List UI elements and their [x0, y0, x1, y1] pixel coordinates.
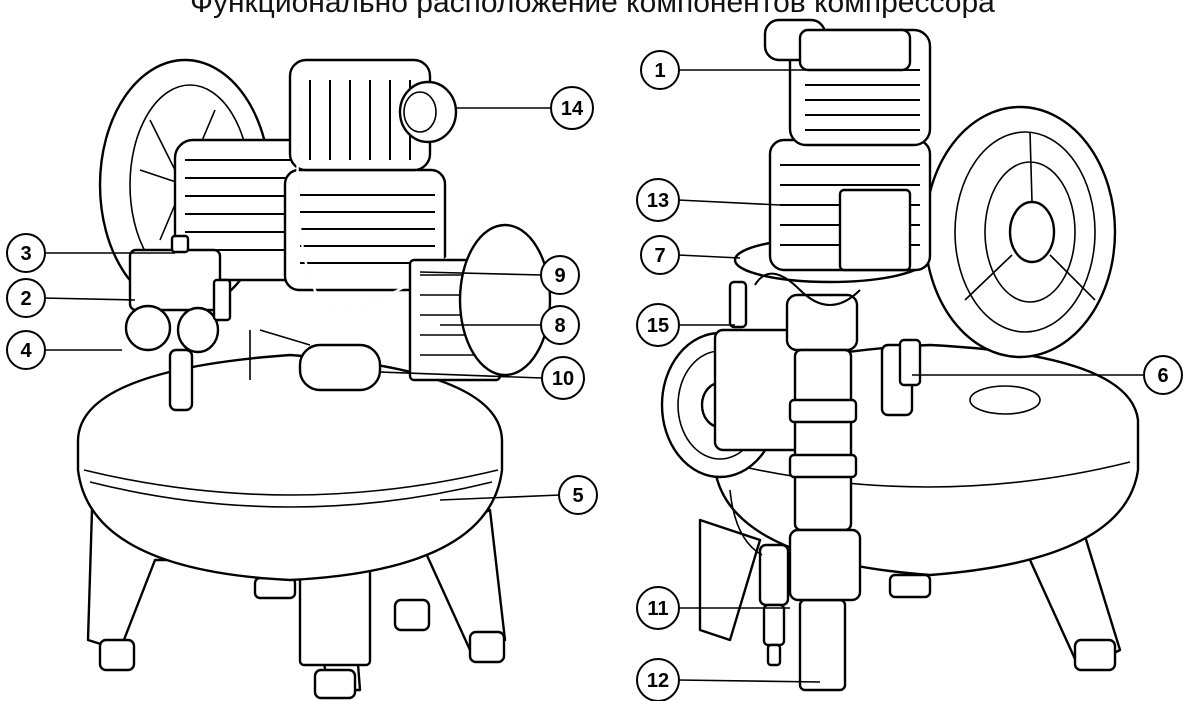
left-pressure-gauge — [124, 304, 172, 352]
figure-caption: Функционально расположение компонентов к… — [190, 0, 995, 19]
callout-badge-10: 10 — [541, 356, 585, 400]
right-tank-legs — [698, 518, 1122, 692]
right-water-separator — [758, 543, 790, 607]
callout-badge-2: 2 — [6, 278, 46, 318]
left-compressor-illustration — [76, 58, 552, 700]
right-tank-label-plate — [969, 385, 1041, 415]
callout-badge-13: 13 — [636, 178, 680, 222]
callout-badge-9: 9 — [540, 255, 580, 295]
callout-label-6: 6 — [1157, 365, 1168, 387]
callout-label-2: 2 — [20, 288, 31, 310]
callout-badge-8: 8 — [540, 305, 580, 345]
callout-badge-5: 5 — [558, 475, 598, 515]
left-intake-filter — [398, 80, 458, 144]
callout-label-9: 9 — [554, 265, 565, 287]
callout-label-4: 4 — [20, 340, 32, 362]
callout-badge-14: 14 — [550, 86, 594, 130]
callout-badge-11: 11 — [636, 586, 680, 630]
callout-label-12: 12 — [647, 670, 669, 692]
callout-label-11: 11 — [647, 598, 668, 620]
callout-label-1: 1 — [654, 60, 665, 82]
right-compressor-illustration — [660, 18, 1140, 692]
callout-label-7: 7 — [654, 245, 665, 267]
left-air-tank — [76, 353, 504, 582]
callout-badge-12: 12 — [636, 658, 680, 701]
callout-label-14: 14 — [561, 98, 584, 120]
callout-leaders — [41, 69, 1145, 683]
callout-badge-15: 15 — [636, 303, 680, 347]
callout-badge-4: 4 — [6, 330, 46, 370]
callout-label-13: 13 — [647, 190, 669, 212]
callout-label-3: 3 — [20, 243, 31, 265]
callout-badge-1: 1 — [640, 50, 680, 90]
callout-badge-3: 3 — [6, 233, 46, 273]
callout-label-5: 5 — [572, 485, 583, 507]
left-capacitor — [298, 343, 382, 392]
callout-badge-7: 7 — [640, 235, 680, 275]
callout-label-10: 10 — [552, 368, 574, 390]
left-pressure-switch — [128, 248, 222, 312]
callout-badge-6: 6 — [1143, 355, 1183, 395]
callout-label-8: 8 — [554, 315, 565, 337]
callout-label-15: 15 — [647, 315, 669, 337]
